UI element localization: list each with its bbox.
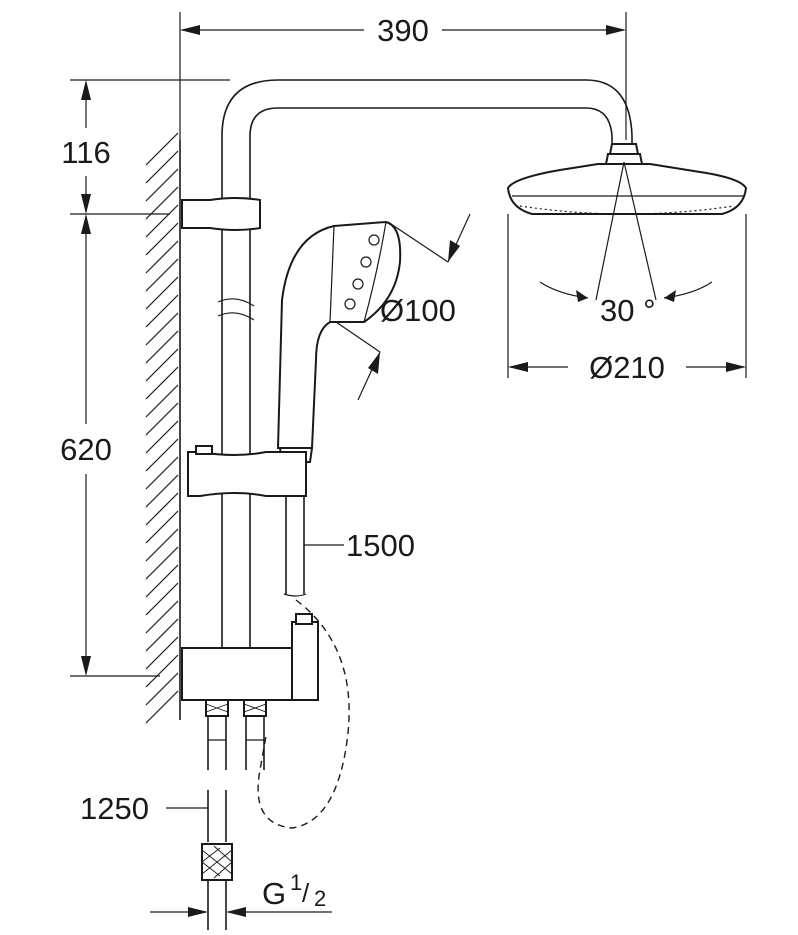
head-shower bbox=[506, 143, 748, 301]
connection-fittings bbox=[205, 699, 267, 770]
thread-denominator-label: 2 bbox=[314, 886, 326, 911]
dimension-620-label: 620 bbox=[60, 432, 112, 467]
dimension-1250: 1250 bbox=[80, 791, 208, 826]
dimension-1500-label: 1500 bbox=[346, 528, 415, 563]
thread-slash: / bbox=[302, 878, 310, 908]
tilt-angle-label: 30 ° bbox=[600, 293, 656, 328]
upper-wall-bracket bbox=[181, 197, 261, 231]
thread-prefix-label: G bbox=[262, 876, 286, 911]
diverter-body bbox=[181, 613, 319, 701]
thread-numerator-label: 1 bbox=[290, 870, 302, 895]
hand-shower-holder bbox=[187, 445, 307, 497]
dimension-d210-label: Ø210 bbox=[589, 350, 665, 385]
wall bbox=[145, 132, 181, 724]
dimension-390-label: 390 bbox=[377, 13, 429, 48]
supply-hose bbox=[201, 790, 233, 930]
dimension-116-label: 116 bbox=[61, 135, 110, 170]
hand-shower bbox=[276, 220, 402, 463]
riser-pipe bbox=[217, 79, 633, 648]
wall-hatching bbox=[145, 132, 179, 724]
tilt-angle-arrows bbox=[539, 281, 713, 302]
dimension-1250-label: 1250 bbox=[80, 791, 149, 826]
dimension-390: 390 bbox=[179, 12, 627, 140]
dimension-d210: Ø210 bbox=[507, 214, 747, 385]
dimension-vertical: 116 620 bbox=[60, 79, 230, 677]
dimension-d100-label: Ø100 bbox=[380, 293, 456, 328]
dimension-1500: 1500 bbox=[304, 528, 415, 563]
thread-size: G 1 / 2 bbox=[150, 870, 332, 917]
dimension-d100: Ø100 bbox=[335, 213, 471, 401]
